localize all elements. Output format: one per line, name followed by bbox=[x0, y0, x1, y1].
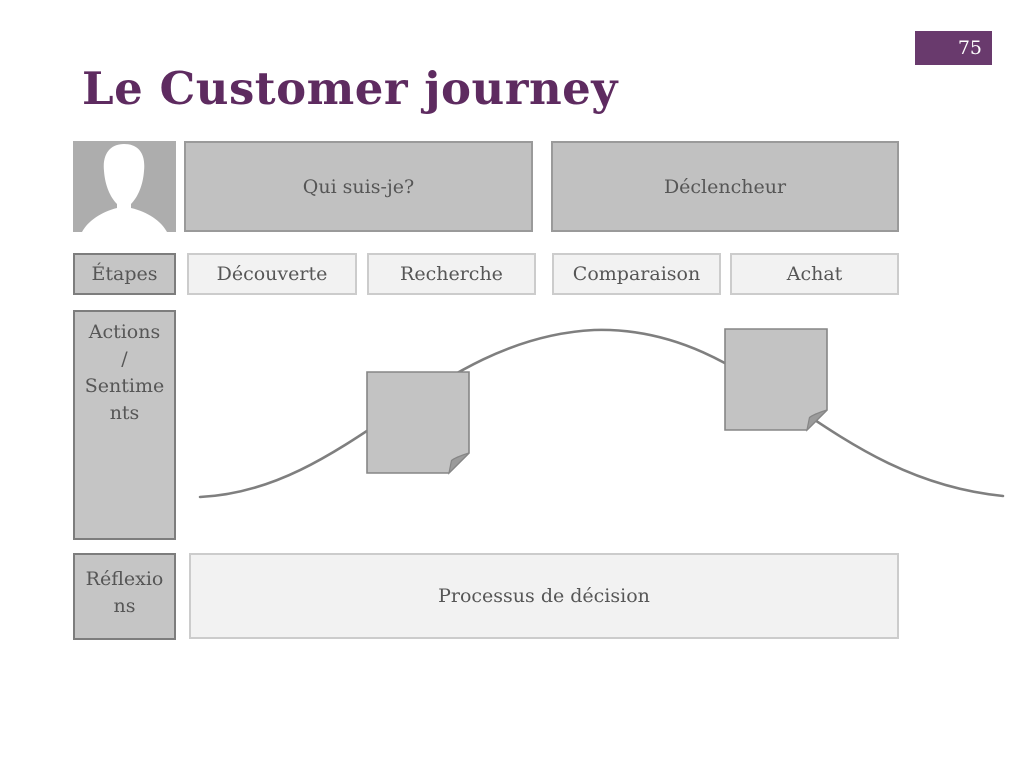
row-header-label: Étapes bbox=[91, 263, 158, 285]
stage-box-decouverte: Découverte bbox=[187, 253, 357, 295]
stage-box-recherche: Recherche bbox=[367, 253, 536, 295]
phase-box-qui-suis-je: Qui suis-je? bbox=[184, 141, 533, 232]
row-header-etapes: Étapes bbox=[73, 253, 176, 295]
journey-curve bbox=[198, 328, 1005, 499]
sticky-note-icon bbox=[724, 328, 828, 432]
slide-title: Le Customer journey bbox=[82, 62, 618, 115]
persona-image bbox=[73, 141, 176, 232]
process-decision-label: Processus de décision bbox=[438, 585, 650, 607]
stage-box-achat: Achat bbox=[730, 253, 899, 295]
row-header-reflexions: Réflexio ns bbox=[73, 553, 176, 640]
slide-number-badge: 75 bbox=[915, 31, 992, 65]
stage-box-comparaison: Comparaison bbox=[552, 253, 721, 295]
phase-label-qui-suis-je: Qui suis-je? bbox=[302, 175, 415, 198]
phase-label-declencheur: Déclencheur bbox=[663, 175, 787, 198]
phase-box-declencheur: Déclencheur bbox=[551, 141, 899, 232]
row-header-actions-sentiments: Actions / Sentime nts bbox=[73, 310, 176, 540]
stage-label-achat: Achat bbox=[786, 263, 843, 285]
person-silhouette-icon bbox=[82, 144, 176, 232]
stage-label-decouverte: Découverte bbox=[216, 263, 328, 285]
stage-label-comparaison: Comparaison bbox=[572, 263, 701, 285]
process-decision-box: Processus de décision bbox=[189, 553, 899, 639]
stage-label-recherche: Recherche bbox=[400, 263, 503, 285]
sticky-note-icon bbox=[366, 371, 470, 475]
